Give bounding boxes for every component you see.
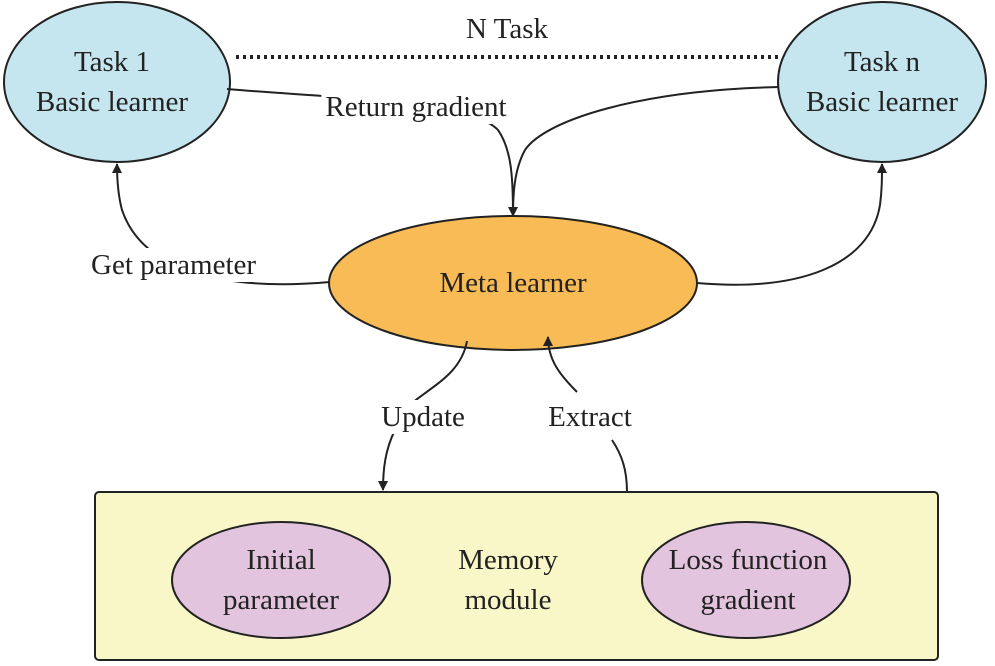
task-n-title: Task n <box>843 46 921 78</box>
meta-learner-label: Meta learner <box>439 267 587 299</box>
get-parameter-label: Get parameter <box>89 248 259 282</box>
return-gradient-label: Return gradient <box>321 90 511 124</box>
loss-function-gradient-ellipse <box>641 521 851 639</box>
edge-meta-to-taskn <box>696 163 887 286</box>
memory-module-line2: module <box>464 584 552 616</box>
task-1-subtitle: Basic learner <box>35 86 189 118</box>
memory-module-label: Memory module <box>458 540 558 620</box>
loss-function-gradient-line1: Loss function <box>668 544 828 576</box>
edge-taskn-to-meta <box>512 86 780 217</box>
task-1-node-label: Task 1 Basic learner <box>36 42 188 122</box>
extract-label: Extract <box>546 400 634 434</box>
edge-memory-to-meta-extract <box>548 337 628 493</box>
loss-function-gradient-label: Loss function gradient <box>669 540 828 620</box>
initial-parameter-line2: parameter <box>223 584 339 616</box>
task-n-ellipse <box>777 1 987 163</box>
initial-parameter-line1: Initial <box>246 544 316 576</box>
initial-parameter-ellipse <box>171 521 391 639</box>
n-task-label: N Task <box>465 13 549 45</box>
task-1-title: Task 1 <box>73 46 151 78</box>
task-n-subtitle: Basic learner <box>805 86 959 118</box>
task-n-node-label: Task n Basic learner <box>806 42 958 122</box>
memory-module-line1: Memory <box>458 544 558 576</box>
edge-meta-to-task1 <box>112 163 331 286</box>
task-1-ellipse <box>3 1 231 163</box>
update-label: Update <box>379 400 467 434</box>
initial-parameter-label: Initial parameter <box>223 540 339 620</box>
loss-function-gradient-line2: gradient <box>700 584 796 616</box>
